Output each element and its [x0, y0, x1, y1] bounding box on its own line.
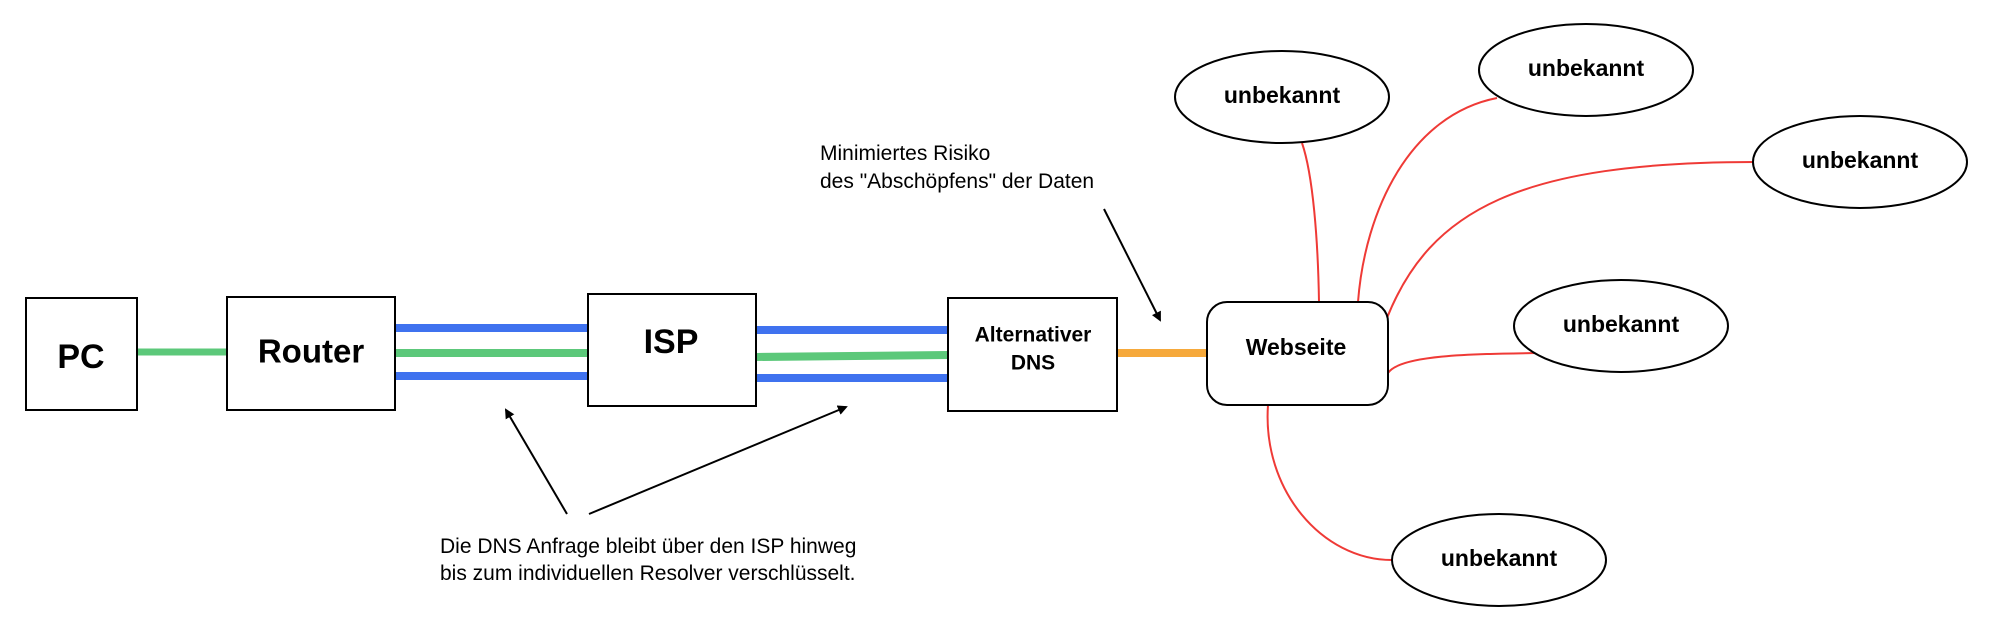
- encryption-arrow-left: [504, 408, 568, 515]
- unknown-1-label: unbekannt: [1224, 82, 1341, 108]
- node-website[interactable]: Webseite: [1206, 301, 1389, 406]
- node-pc[interactable]: PC: [25, 297, 138, 411]
- alt-dns-label-line2: DNS: [1011, 352, 1055, 375]
- unknown-2-label: unbekannt: [1528, 55, 1645, 81]
- encryption-note-line1: Die DNS Anfrage bleibt über den ISP hinw…: [440, 535, 856, 558]
- node-unknown-2[interactable]: unbekannt: [1478, 23, 1694, 117]
- encryption-arrow-right: [588, 405, 848, 515]
- connections: [137, 324, 1207, 382]
- isp-dns-link-green: [755, 351, 949, 361]
- node-isp[interactable]: ISP: [587, 293, 757, 407]
- pc-label: PC: [57, 338, 104, 376]
- risk-note-line1: Minimiertes Risiko: [820, 142, 990, 165]
- unknown-4-label: unbekannt: [1563, 311, 1680, 337]
- link-unknown-4: [1387, 352, 1538, 374]
- node-unknown-5[interactable]: unbekannt: [1391, 513, 1607, 607]
- encryption-annotation: Die DNS Anfrage bleibt über den ISP hinw…: [440, 405, 856, 585]
- node-alternative-dns[interactable]: Alternativer DNS: [947, 297, 1118, 412]
- link-unknown-1: [1301, 142, 1320, 303]
- website-label: Webseite: [1246, 334, 1347, 360]
- link-unknown-5: [1266, 404, 1393, 561]
- node-unknown-3[interactable]: unbekannt: [1752, 115, 1968, 209]
- router-label: Router: [258, 333, 364, 370]
- node-router[interactable]: Router: [226, 296, 396, 411]
- node-unknown-1[interactable]: unbekannt: [1174, 50, 1390, 144]
- unknown-5-label: unbekannt: [1441, 545, 1558, 571]
- node-unknown-4[interactable]: unbekannt: [1513, 279, 1729, 373]
- alt-dns-label-line1: Alternativer: [975, 324, 1092, 347]
- link-unknown-2: [1357, 97, 1498, 303]
- risk-note-line2: des "Abschöpfens" der Daten: [820, 170, 1094, 193]
- risk-arrow: [1103, 208, 1161, 322]
- link-unknown-3: [1386, 161, 1756, 319]
- encryption-note-line2: bis zum individuellen Resolver verschlüs…: [440, 562, 856, 585]
- risk-annotation: Minimiertes Risiko des "Abschöpfens" der…: [820, 142, 1161, 322]
- website-unknown-links: [1266, 97, 1756, 561]
- unknown-3-label: unbekannt: [1802, 147, 1919, 173]
- isp-label: ISP: [644, 323, 699, 361]
